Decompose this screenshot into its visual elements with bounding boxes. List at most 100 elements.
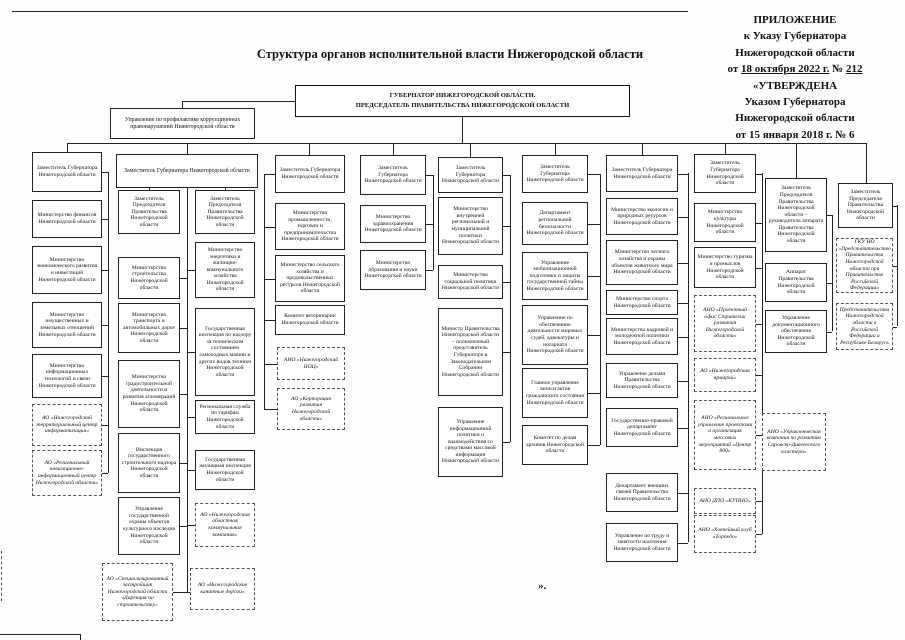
org-box-label: Заместитель Председателя Правительства Н… (206, 195, 244, 228)
org-box-label: Министерство здравоохранения Нижегородск… (364, 214, 422, 234)
org-box: Заместитель Председателя Правительства Н… (838, 183, 893, 228)
org-box: Управление по обеспечению деятельности м… (522, 305, 588, 365)
org-box-label: Министерство строительства Нижегородской… (130, 264, 168, 291)
org-box: Главное управление записи актов гражданс… (522, 368, 588, 418)
org-box: Управление по труду и занятости населени… (606, 523, 678, 562)
org-box-subordinate: АО «Нижегородский территориальный центр … (32, 404, 102, 446)
org-box: Министерство транспорта и автомобильных … (118, 303, 180, 353)
org-box-subordinate: Представительства Нижегородской области … (836, 303, 893, 350)
connector-line (503, 352, 510, 353)
connector-line (264, 174, 275, 175)
org-box: Министерство туризма и промыслов Нижегор… (694, 247, 756, 288)
org-box-label: Министерство лесного хозяйства и охраны … (611, 249, 673, 276)
org-box: Министерство финансов Нижегородской обла… (32, 200, 102, 238)
connector-line (102, 425, 108, 426)
connector-line (756, 324, 762, 325)
org-box: Управление по профилактике коррупционных… (110, 108, 255, 139)
org-box: Заместитель Губернатора Нижегородской об… (606, 155, 678, 192)
org-box-label: Заместитель Губернатора Нижегородской об… (279, 167, 341, 180)
connector-line (588, 393, 600, 394)
connector-line (678, 493, 688, 494)
org-box-label: Государственная инспекция по надзору за … (198, 325, 252, 378)
appendix-block: ПРИЛОЖЕНИЕ к Указу Губернатора Нижегород… (688, 12, 902, 143)
appendix-line: «УТВЕРЖДЕНА (752, 79, 838, 92)
org-box-label: ГКУ НО «Представительство Правительства … (838, 239, 891, 292)
org-box: Управление мобилизационной подготовки и … (522, 252, 588, 300)
org-box-label: АНО «Управленческая компания по развитию… (766, 428, 822, 455)
connector-line (827, 332, 832, 333)
org-box-label: АО «Специализированный застройщик Нижего… (106, 575, 169, 608)
connector-line (180, 328, 187, 329)
org-box-label: Министерство кадровой и молодежной полит… (610, 326, 674, 346)
org-box-label: Департамент региональной безопасности Ни… (526, 210, 584, 237)
connector-line (555, 143, 556, 155)
org-box: Управление документационного обеспечения… (765, 310, 827, 353)
org-box: Заместитель Губернатора Нижегородской об… (438, 157, 503, 193)
org-box: Министерство спорта Нижегородской област… (606, 290, 678, 315)
org-box: Государственная жилищная инспекция Нижег… (195, 450, 255, 490)
org-box-label: Комитет ветеринарии Нижегородской област… (281, 313, 339, 326)
org-box: Министерство строительства Нижегородской… (118, 257, 180, 299)
connector-line (600, 174, 601, 445)
org-box-label: АО «Нижегородская областная коммунальная… (200, 511, 250, 538)
org-box: Министерство культуры Нижегородской обла… (694, 203, 756, 242)
connector-line (108, 172, 109, 473)
connector-line (426, 224, 433, 225)
org-box-subordinate: АО «Нижегородские канатные дороги» (190, 568, 255, 610)
connector-line (102, 172, 108, 173)
connector-line (893, 266, 897, 267)
org-box: Министерство информационных технологий и… (32, 354, 102, 398)
connector-line (678, 303, 688, 304)
org-box-label: Управление государственной охраны объект… (123, 506, 175, 546)
org-box-label: Государственная жилищная инспекция Нижег… (199, 456, 251, 483)
org-box: Заместитель Губернатора Нижегородской об… (694, 154, 756, 193)
org-box-label: АНО «Хоккейный клуб «Торпедо» (698, 527, 752, 540)
org-box-label: АО «Нижегородская ярмарка» (700, 368, 750, 381)
connector-line (225, 188, 226, 190)
org-box-label: Управление по обеспечению деятельности м… (526, 315, 584, 355)
org-box-label: Министерство энергетики и жилищно-коммун… (206, 246, 244, 293)
connector-line (897, 205, 898, 326)
connector-line (102, 376, 108, 377)
org-box-subordinate: АНО «Региональное управление проектами и… (694, 400, 756, 470)
org-box-label: Заместитель Председателя Правительства Н… (130, 195, 168, 228)
org-box: Заместитель Председателя Правительства Н… (118, 190, 180, 234)
org-box: Министерство экологии и природных ресурс… (606, 198, 678, 235)
connector-line (180, 463, 187, 464)
org-box: Министр Правительства Нижегородской обла… (438, 308, 503, 396)
connector-line (756, 534, 762, 535)
org-box-subordinate: АО «Специализированный застройщик Нижего… (102, 563, 173, 621)
page-title: Структура органов исполнительной власти … (256, 47, 644, 61)
connector-line (102, 219, 108, 220)
connector-line (588, 335, 600, 336)
connector-line (678, 337, 688, 338)
decree-number: 212 (845, 63, 863, 76)
org-box-label: Заместитель Губернатора Нижегородской об… (36, 165, 98, 178)
org-box-subordinate: АО «Нижегородская областная коммунальная… (195, 503, 255, 547)
connector-line (503, 226, 510, 227)
connector-line (510, 175, 511, 442)
org-box-label: Заместитель Губернатора Нижегородской об… (526, 164, 584, 184)
connector-line (588, 276, 600, 277)
connector-line (678, 174, 688, 175)
appendix-line: Нижегородской области (735, 112, 855, 125)
org-box-label: Региональная служба по тарифам Нижегород… (199, 403, 251, 430)
org-box-label: Департамент внешних связей Правительства… (613, 482, 671, 502)
connector-line (756, 375, 762, 376)
connector-line (0, 634, 80, 635)
org-box: Министерство сельского хозяйства и продо… (275, 255, 345, 302)
org-box: Министерство здравоохранения Нижегородск… (360, 205, 426, 243)
org-box-label: Министерство финансов Нижегородской обла… (37, 212, 97, 225)
org-box: Министерство образования и науки Нижегор… (360, 250, 426, 290)
connector-line (180, 526, 187, 527)
org-box: Заместитель Губернатора Нижегородской об… (522, 155, 588, 193)
org-box-subordinate: АНО ДПО «КУПНО» (694, 488, 756, 514)
connector-line (433, 175, 434, 270)
appendix-line: к Указу Губернатора (743, 30, 847, 43)
connector-line (187, 143, 188, 154)
connector-line (462, 117, 463, 143)
connector-line (264, 364, 277, 365)
org-box: Министерство кадровой и молодежной полит… (606, 318, 678, 355)
connector-line (678, 381, 688, 382)
